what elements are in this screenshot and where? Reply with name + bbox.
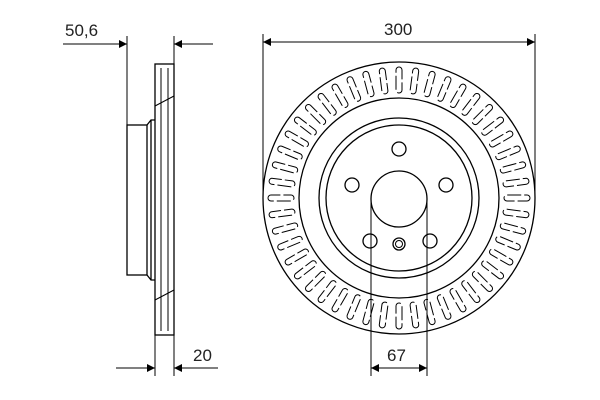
locating-hole-inner: [395, 240, 403, 248]
cooling-vane-slot: [277, 235, 303, 251]
hat-step: [146, 119, 155, 281]
hat-section: [126, 124, 148, 276]
cooling-vane-slot: [409, 301, 420, 329]
bolt-hole: [438, 177, 454, 193]
cooling-vanes: [267, 66, 531, 330]
hat-inner-circle: [325, 124, 473, 272]
cooling-vane-slot: [378, 301, 389, 329]
cooling-vane-slot: [293, 260, 317, 280]
cooling-vane-slot: [304, 103, 327, 126]
cooling-vane-slot: [499, 161, 527, 174]
dim-center-bore: 67: [387, 346, 406, 365]
cooling-vane-slot: [471, 270, 494, 293]
cooling-vane-slot: [409, 67, 420, 95]
friction-ring-inner-edge: [298, 97, 500, 299]
cooling-vane-slot: [489, 248, 514, 266]
cooling-vane-slot: [317, 280, 337, 304]
cooling-vane-slot: [284, 248, 309, 266]
cooling-vane-slot: [481, 260, 505, 280]
cooling-vane-slot: [395, 302, 403, 330]
center-bore: [370, 170, 428, 228]
cooling-vane-slot: [304, 270, 327, 293]
cooling-vane-slot: [331, 288, 349, 313]
cooling-vane-slot: [481, 116, 505, 136]
bolt-hole: [362, 233, 378, 249]
hat-outer-circle: [318, 117, 480, 279]
cooling-vane-slot: [284, 130, 309, 148]
cooling-vane-slot: [461, 92, 481, 116]
cooling-vane-slot: [271, 222, 299, 235]
cooling-vane-slot: [461, 280, 481, 304]
cooling-vane-slot: [495, 235, 521, 251]
cooling-vane-slot: [502, 177, 530, 188]
cooling-vane-slot: [471, 103, 494, 126]
locating-hole: [392, 237, 406, 251]
section-hatch: [154, 95, 175, 301]
cooling-vane-slot: [502, 208, 530, 219]
cooling-vane-slot: [423, 70, 436, 98]
cooling-vane-slot: [449, 83, 467, 108]
disc-outer-edge: [262, 61, 536, 335]
cooling-vane-slot: [449, 288, 467, 313]
cooling-vane-slot: [436, 76, 452, 102]
cooling-vane-slot: [267, 194, 295, 202]
cooling-vane-slot: [489, 130, 514, 148]
cooling-vane-slot: [271, 161, 299, 174]
cooling-vane-slot: [378, 67, 389, 95]
cooling-vane-slot: [499, 222, 527, 235]
side-view: 50,6 20: [63, 21, 218, 376]
cooling-vane-slot: [293, 116, 317, 136]
cooling-vane-slot: [436, 294, 452, 320]
cooling-vane-slot: [268, 208, 296, 219]
cooling-vane-slot: [395, 66, 403, 94]
cooling-vane-slot: [331, 83, 349, 108]
cooling-vane-slot: [268, 177, 296, 188]
dim-diameter: 300: [384, 20, 412, 39]
bolt-hole: [391, 141, 407, 157]
cooling-vane-slot: [495, 145, 521, 161]
cooling-vane-slot: [362, 70, 375, 98]
cooling-vane-slot: [503, 194, 531, 202]
cooling-vane-slot: [346, 294, 362, 320]
disc-section: [154, 63, 175, 336]
cooling-vane-slot: [362, 298, 375, 326]
dim-hat-height: 50,6: [65, 21, 98, 40]
bolt-hole: [422, 233, 438, 249]
cooling-vane-slot: [277, 145, 303, 161]
dim-thickness: 20: [193, 346, 212, 365]
cooling-vane-slot: [423, 298, 436, 326]
cooling-vane-slot: [317, 92, 337, 116]
cooling-vane-slot: [346, 76, 362, 102]
bolt-hole: [344, 177, 360, 193]
front-view: 300 67: [262, 20, 536, 376]
